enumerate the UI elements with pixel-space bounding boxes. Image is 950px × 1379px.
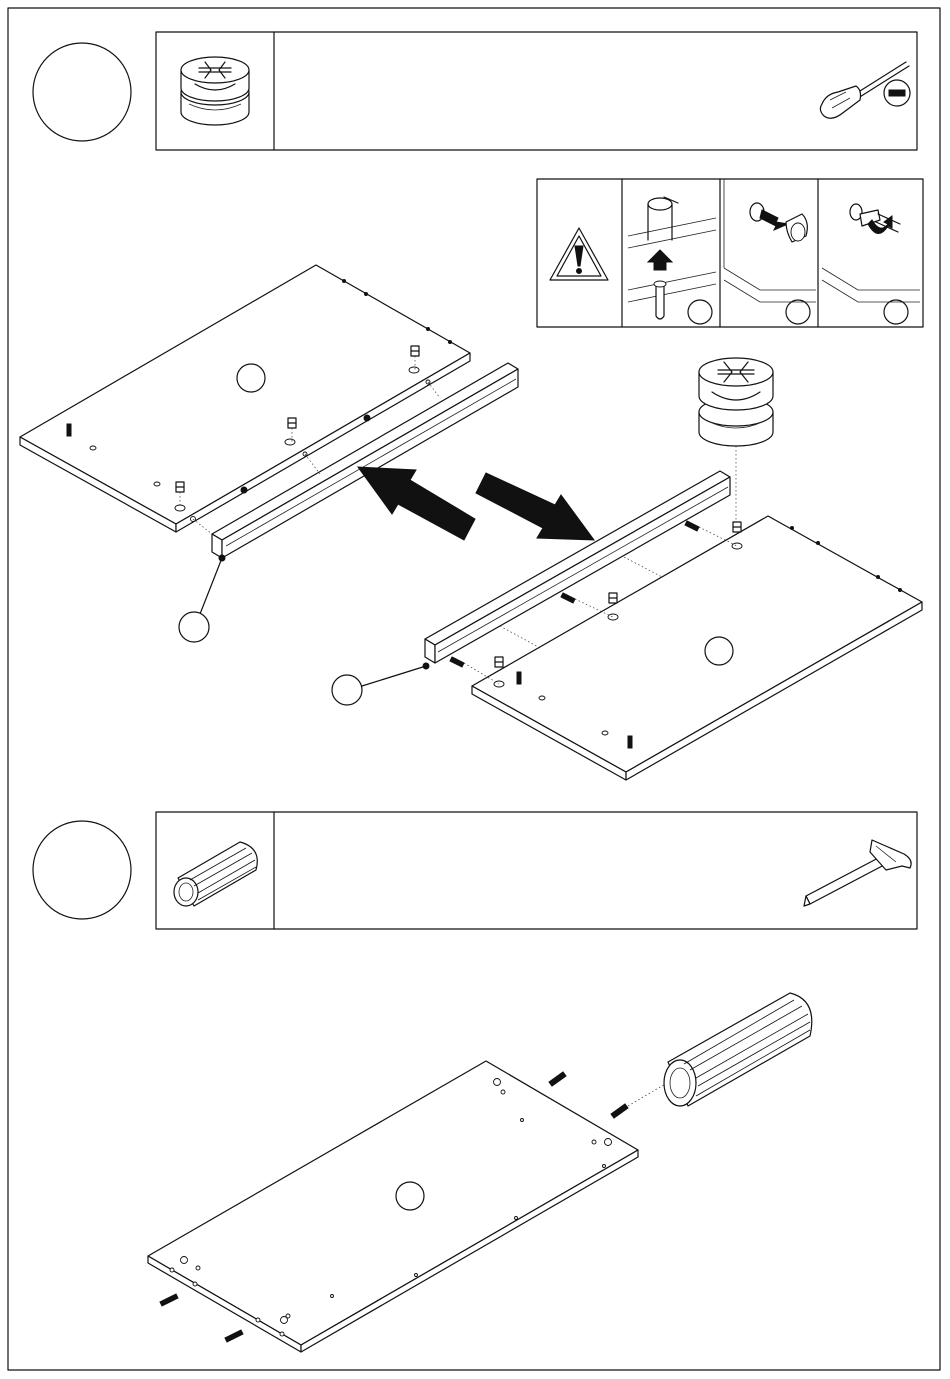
step-2-parts-box bbox=[156, 812, 917, 929]
right-rail-part-circle bbox=[332, 675, 362, 705]
hint-substep-insert-cam bbox=[724, 179, 816, 324]
dowel-panel bbox=[148, 1061, 672, 1352]
step-1-number-circle bbox=[33, 43, 131, 141]
hint-substep-turn-cam bbox=[822, 204, 920, 324]
arrow-icon bbox=[358, 467, 475, 540]
cam-lock-detail-icon bbox=[699, 358, 773, 446]
step-2-number-circle bbox=[33, 821, 131, 919]
right-side-panel bbox=[450, 516, 922, 780]
warning-triangle-icon bbox=[550, 228, 608, 280]
hint-substep-insert-bolt bbox=[628, 197, 716, 324]
wooden-dowel-detail-icon bbox=[664, 993, 812, 1106]
step-1-parts-box bbox=[156, 32, 917, 150]
hint-substep-c-circle bbox=[884, 300, 908, 324]
hint-substep-b-circle bbox=[786, 300, 810, 324]
left-rail-part-circle bbox=[179, 612, 209, 642]
wooden-dowel-icon bbox=[174, 842, 257, 906]
hammer-icon bbox=[804, 840, 911, 906]
cam-lock-hint-box bbox=[537, 179, 923, 327]
arrow-icon bbox=[476, 473, 594, 540]
cam-lock-icon bbox=[181, 57, 249, 125]
flat-screwdriver-icon bbox=[820, 62, 910, 118]
hint-substep-a-circle bbox=[688, 300, 712, 324]
